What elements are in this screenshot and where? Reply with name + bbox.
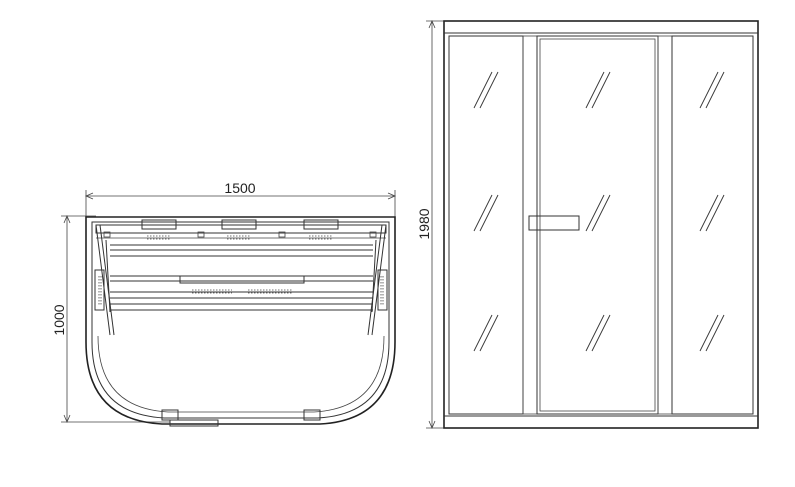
width-label: 1500	[224, 180, 255, 196]
plan-view: 1500 1000	[51, 180, 397, 427]
left-mullion	[522, 35, 538, 415]
reflection-mark	[585, 194, 611, 232]
tray-outline	[85, 216, 396, 425]
height-dimension: 1980	[416, 19, 446, 430]
right-mullion	[657, 35, 673, 415]
right-fixed-glass	[671, 35, 754, 415]
depth-dimension: 1000	[51, 214, 170, 424]
reflection-mark	[473, 194, 499, 232]
back-jet-group-3	[303, 219, 339, 240]
right-side-panel	[367, 224, 388, 336]
depth-label: 1000	[51, 304, 67, 335]
enclosure-frame	[443, 20, 759, 429]
tray-inner-outline	[91, 221, 390, 419]
front-door-track	[161, 409, 321, 427]
glass-reflection-marks	[473, 71, 725, 352]
back-jet-group-2	[221, 219, 257, 240]
back-wall	[95, 224, 387, 234]
width-dimension: 1500	[84, 180, 397, 222]
reflection-mark	[585, 71, 611, 109]
front-view: 1980	[416, 19, 759, 430]
center-jet-panel	[179, 275, 305, 294]
door-handle	[528, 215, 580, 231]
reflection-mark	[699, 194, 725, 232]
back-jet-group-1	[141, 219, 177, 240]
reflection-mark	[585, 314, 611, 352]
reflection-mark	[699, 71, 725, 109]
reflection-mark	[473, 314, 499, 352]
height-label: 1980	[416, 208, 432, 239]
left-side-panel	[94, 224, 115, 336]
left-fixed-glass	[448, 35, 524, 415]
seat-bench	[110, 244, 373, 311]
reflection-mark	[473, 71, 499, 109]
sliding-door	[536, 35, 659, 415]
reflection-mark	[699, 314, 725, 352]
